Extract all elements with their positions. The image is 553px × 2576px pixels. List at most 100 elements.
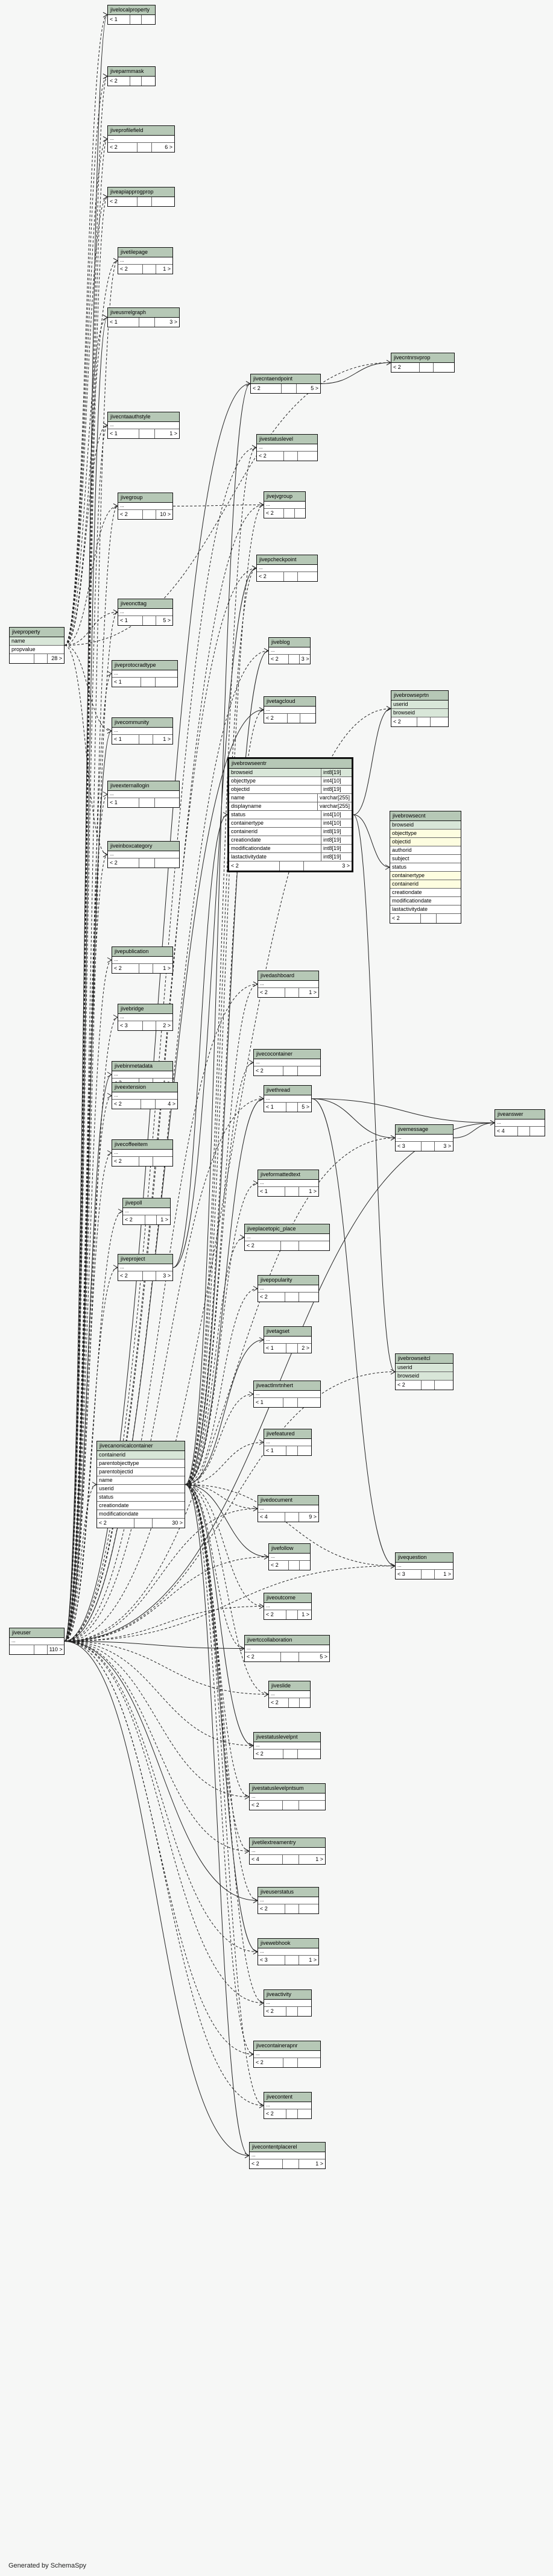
column-row[interactable]: modificationdate <box>97 1510 185 1519</box>
table-name[interactable]: jiveextension <box>112 1083 177 1092</box>
table-name[interactable]: jivebrowsecnt <box>390 811 461 821</box>
column-row[interactable]: userid <box>97 1485 185 1493</box>
column-row[interactable]: name <box>97 1476 185 1485</box>
table-jivecntnrsvprop[interactable]: jivecntnrsvprop< 2 <box>391 353 455 373</box>
table-jiveinboxcategory[interactable]: jiveinboxcategory...< 2 <box>107 841 180 868</box>
table-name[interactable]: jivecontainerapnr <box>254 2041 320 2051</box>
column-row[interactable]: parentobjecttype <box>97 1460 185 1468</box>
table-jivetagcloud[interactable]: jivetagcloud...< 2 <box>264 696 316 723</box>
table-name[interactable]: jivefollow <box>269 1544 310 1554</box>
table-name[interactable]: jivetagcloud <box>264 697 315 707</box>
column-row[interactable]: name <box>10 637 64 646</box>
column-row[interactable]: lastactivitydate <box>390 905 461 914</box>
table-name[interactable]: jiveprofilefield <box>108 126 174 136</box>
column-row[interactable]: userid <box>396 1364 453 1372</box>
table-name[interactable]: jivertccollaboration <box>245 1636 329 1645</box>
table-jiveparmmask[interactable]: jiveparmmask< 2 <box>107 66 156 86</box>
column-row[interactable]: browseid <box>391 709 448 717</box>
table-name[interactable]: jivecanonicalcontainer <box>97 1441 185 1451</box>
table-name[interactable]: jivepcheckpoint <box>257 555 317 565</box>
table-name[interactable]: jivefeatured <box>264 1429 311 1439</box>
column-row[interactable]: containerid <box>390 880 461 889</box>
table-name[interactable]: jiveslide <box>269 1681 310 1691</box>
table-name[interactable]: jivebrowseentr <box>229 759 352 769</box>
table-name[interactable]: jivestatuslevelpntsum <box>250 1784 325 1793</box>
table-name[interactable]: jivebinmetadata <box>112 1062 172 1071</box>
table-jivepopularity[interactable]: jivepopularity...< 2 <box>258 1275 319 1302</box>
table-name[interactable]: jiveformattedtext <box>258 1170 318 1180</box>
column-row[interactable]: browseid <box>396 1372 453 1381</box>
table-name[interactable]: jivepopularity <box>258 1276 318 1285</box>
column-row[interactable]: modificationdate <box>390 897 461 905</box>
table-name[interactable]: jivecntaendpoint <box>251 374 320 384</box>
column-row[interactable]: creationdate <box>390 889 461 897</box>
table-name[interactable]: jivecocontainer <box>254 1050 320 1059</box>
column-row[interactable]: containertype <box>390 872 461 880</box>
table-name[interactable]: jivelocalproperty <box>108 5 155 15</box>
column-row[interactable]: propvalue <box>10 646 64 654</box>
table-name[interactable]: jiveparmmask <box>108 67 155 77</box>
table-name[interactable]: jivepublication <box>112 947 172 957</box>
table-name[interactable]: jiveactlmrtnhert <box>254 1381 320 1391</box>
table-name[interactable]: jivedocument <box>258 1496 318 1505</box>
table-jiveprotocradtype[interactable]: jiveprotocradtype...< 1 <box>112 660 178 687</box>
table-jiveapiapprogprop[interactable]: jiveapiapprogprop< 2 <box>107 187 175 207</box>
column-row[interactable]: objectid <box>390 838 461 846</box>
table-jivestatuslevelpntsum[interactable]: jivestatuslevelpntsum...< 2 <box>249 1783 326 1810</box>
table-jivecoffeeitem[interactable]: jivecoffeeitem...< 2 <box>112 1139 173 1167</box>
table-name[interactable]: jivetilextreamentry <box>250 1838 325 1848</box>
column-row[interactable]: userid <box>391 701 448 709</box>
table-name[interactable]: jiveproject <box>118 1255 172 1264</box>
table-jiveslide[interactable]: jiveslide...< 2 <box>268 1681 311 1708</box>
column-row[interactable]: status <box>390 863 461 872</box>
table-name[interactable]: jivepoll <box>123 1198 170 1208</box>
table-name[interactable]: jiveuser <box>10 1628 64 1638</box>
table-name[interactable]: jiveoncttag <box>118 599 172 609</box>
table-jivecocontainer[interactable]: jivecocontainer...< 2 <box>253 1049 321 1076</box>
column-row[interactable]: objecttype <box>390 830 461 838</box>
table-name[interactable]: jivequestion <box>396 1553 453 1563</box>
table-name[interactable]: jivebridge <box>118 1004 172 1014</box>
table-name[interactable]: jivecoffeeitem <box>112 1140 172 1150</box>
table-name[interactable]: jivecommunity <box>112 718 172 728</box>
table-name[interactable]: jivecontent <box>264 2093 311 2102</box>
table-name[interactable]: jiveusrrelgraph <box>108 308 179 318</box>
table-name[interactable]: jivebrowseitcl <box>396 1354 453 1364</box>
table-name[interactable]: jivewebhook <box>258 1939 318 1948</box>
table-jiveuser[interactable]: jiveuser...110 > <box>9 1628 65 1655</box>
table-jivecontainerapnr[interactable]: jivecontainerapnr...< 2 <box>253 2041 321 2068</box>
table-name[interactable]: jiveproperty <box>10 628 64 637</box>
table-name[interactable]: jiveuserstatus <box>258 1888 318 1897</box>
table-name[interactable]: jivetilepage <box>118 248 172 257</box>
table-name[interactable]: jiveactivity <box>264 1990 311 2000</box>
column-row[interactable]: subject <box>390 855 461 863</box>
table-name[interactable]: jivecntnrsvprop <box>391 353 454 363</box>
table-jiveactivity[interactable]: jiveactivity...< 2 <box>264 1989 312 2017</box>
table-jivestatuslevel[interactable]: jivestatuslevel...< 2 <box>256 434 318 461</box>
